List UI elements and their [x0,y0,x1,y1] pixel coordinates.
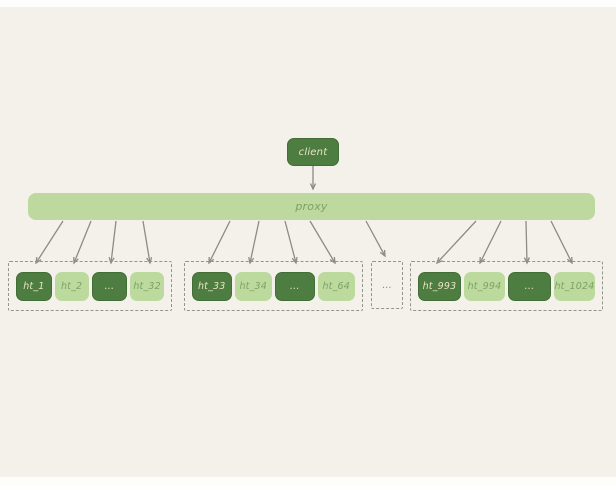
client-label: client [298,146,328,158]
node-label: ht_34 [239,280,268,292]
node-group-2-ellipsis: ... [275,271,315,301]
node-ht-1024: ht_1024 [554,271,595,301]
node-label: ... [524,280,535,292]
node-label: ht_1024 [554,280,595,292]
node-label: ht_32 [133,280,161,292]
diagram-canvas [0,7,616,477]
node-ht-34: ht_34 [234,271,272,301]
proxy-node: proxy [28,193,595,220]
hashtable-group-3: ht_993 ht_994 ... ht_1024 [410,261,603,311]
node-ht-32: ht_32 [130,271,164,301]
proxy-label: proxy [295,200,328,213]
hashtable-group-2: ht_33 ht_34 ... ht_64 [184,261,363,311]
node-ht-994: ht_994 [464,271,505,301]
node-ht-2: ht_2 [54,271,89,301]
client-node: client [287,138,339,166]
node-label: ht_993 [422,280,457,292]
node-label: ... [289,280,300,292]
node-label: ht_64 [322,280,351,292]
node-label: ht_33 [197,280,226,292]
node-ht-1: ht_1 [16,271,52,301]
node-ht-64: ht_64 [317,271,355,301]
node-ht-33: ht_33 [192,271,232,301]
node-label: ht_994 [467,280,502,292]
node-group-1-ellipsis: ... [91,271,128,301]
more-groups-box: ... [371,261,403,309]
more-groups-label: ... [382,279,392,291]
node-ht-993: ht_993 [418,271,461,301]
hashtable-group-1: ht_1 ht_2 ... ht_32 [8,261,172,311]
node-label: ht_2 [60,280,83,292]
node-label: ht_1 [23,280,45,292]
node-group-3-ellipsis: ... [508,271,551,301]
node-label: ... [104,280,115,292]
